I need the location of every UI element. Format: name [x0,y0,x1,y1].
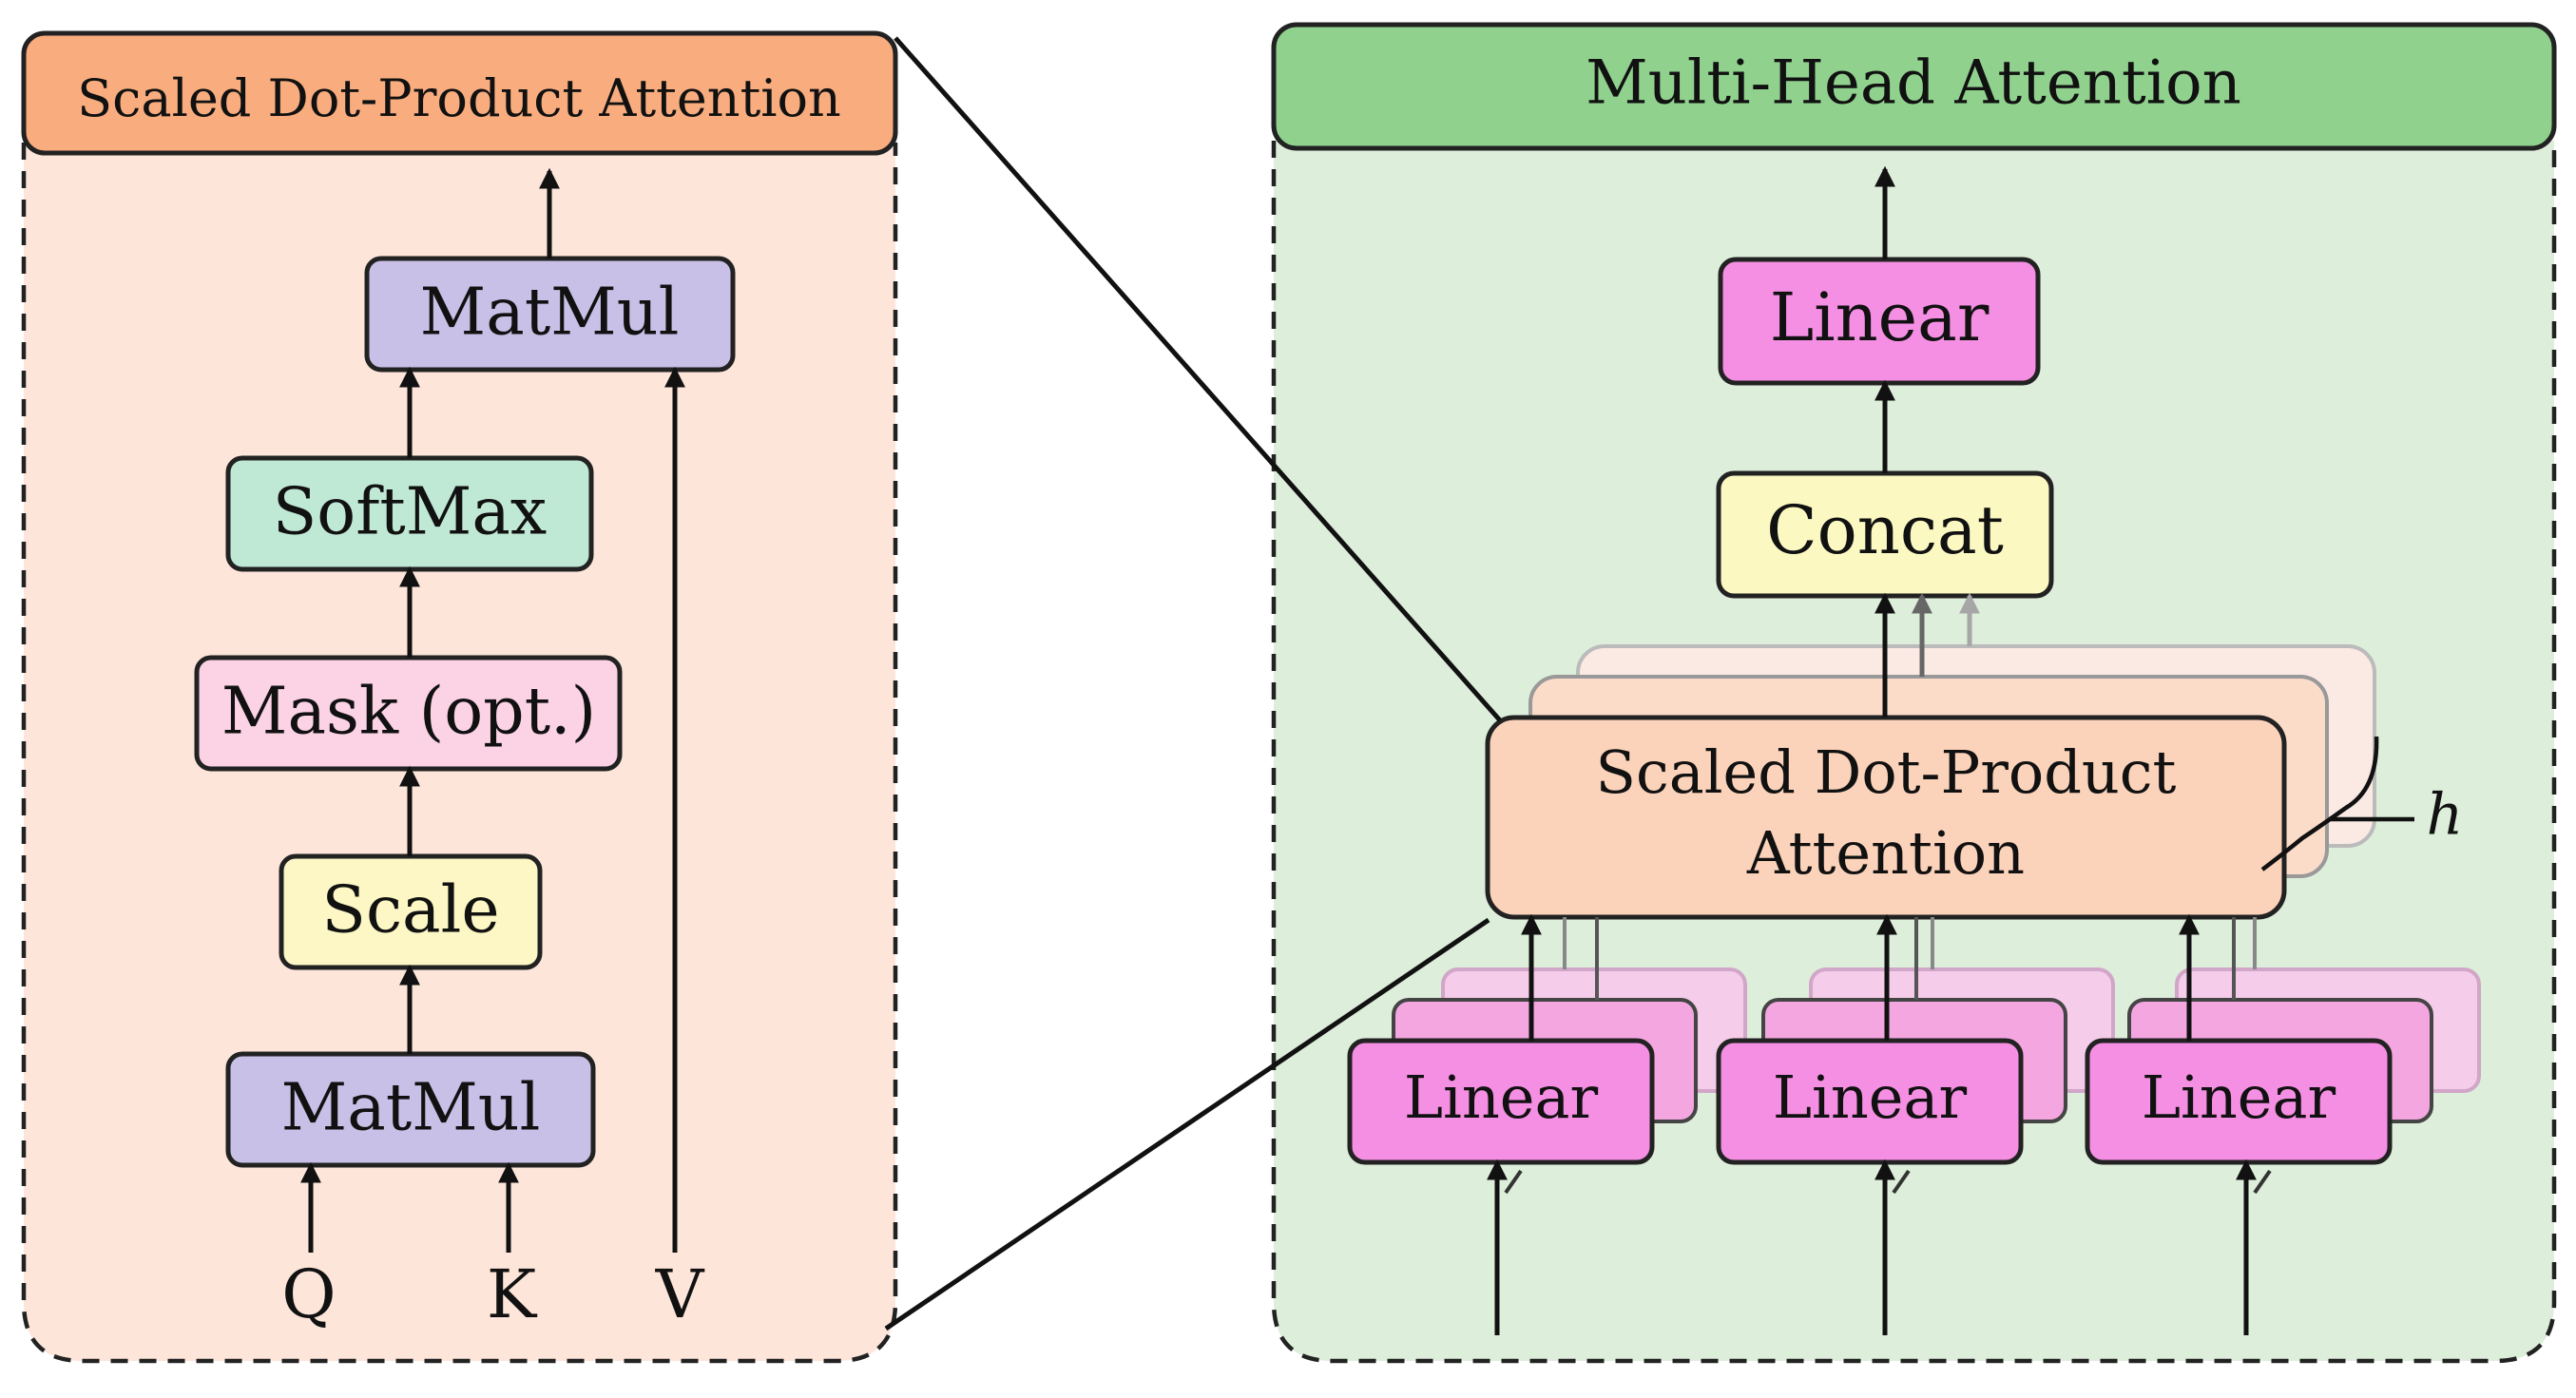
input-1-shadow-tick [1504,1169,1523,1195]
matmul-bottom-label: MatMul [281,1071,541,1146]
softmax-label: SoftMax [273,475,548,550]
left-panel-title: Scaled Dot-Product Attention [77,68,841,128]
linear-input-2-label: Linear [1773,1063,1968,1132]
scale-label: Scale [321,873,499,948]
zoom-line-top [894,36,1502,722]
right-panel: Multi-Head Attention Linear Concat Scale… [1271,22,2557,1364]
linear-input-group-1: Linear [1347,913,1747,1335]
right-panel-header [1271,22,2557,151]
input-3-shadow-tick [2253,1169,2272,1195]
linear-input-2-block [1716,1038,2024,1165]
linear-output-label: Linear [1770,278,1990,356]
zoom-line-bottom [884,917,1490,1331]
input-2-shadow-tick [1892,1169,1911,1195]
input-k-label: K [487,1255,538,1333]
linear-input-3-label: Linear [2142,1063,2336,1132]
linear-input-group-3: Linear [2085,913,2481,1335]
heads-brace [2260,736,2379,871]
attention-label-line2: Attention [1746,818,2025,888]
left-panel: Scaled Dot-Product Attention MatMul Soft… [21,30,898,1364]
linear-input-group-2: Linear [1716,913,2115,1335]
input-q-label: Q [281,1255,336,1333]
mask-label: Mask (opt.) [221,675,596,750]
attention-label-line1: Scaled Dot-Product [1596,737,2177,807]
input-v-label: V [655,1255,705,1333]
concat-label: Concat [1766,491,2004,569]
matmul-top-label: MatMul [420,276,680,351]
left-panel-header [21,30,898,156]
right-panel-title: Multi-Head Attention [1586,48,2241,119]
heads-label: h [2427,782,2464,849]
linear-input-1-label: Linear [1404,1063,1599,1132]
